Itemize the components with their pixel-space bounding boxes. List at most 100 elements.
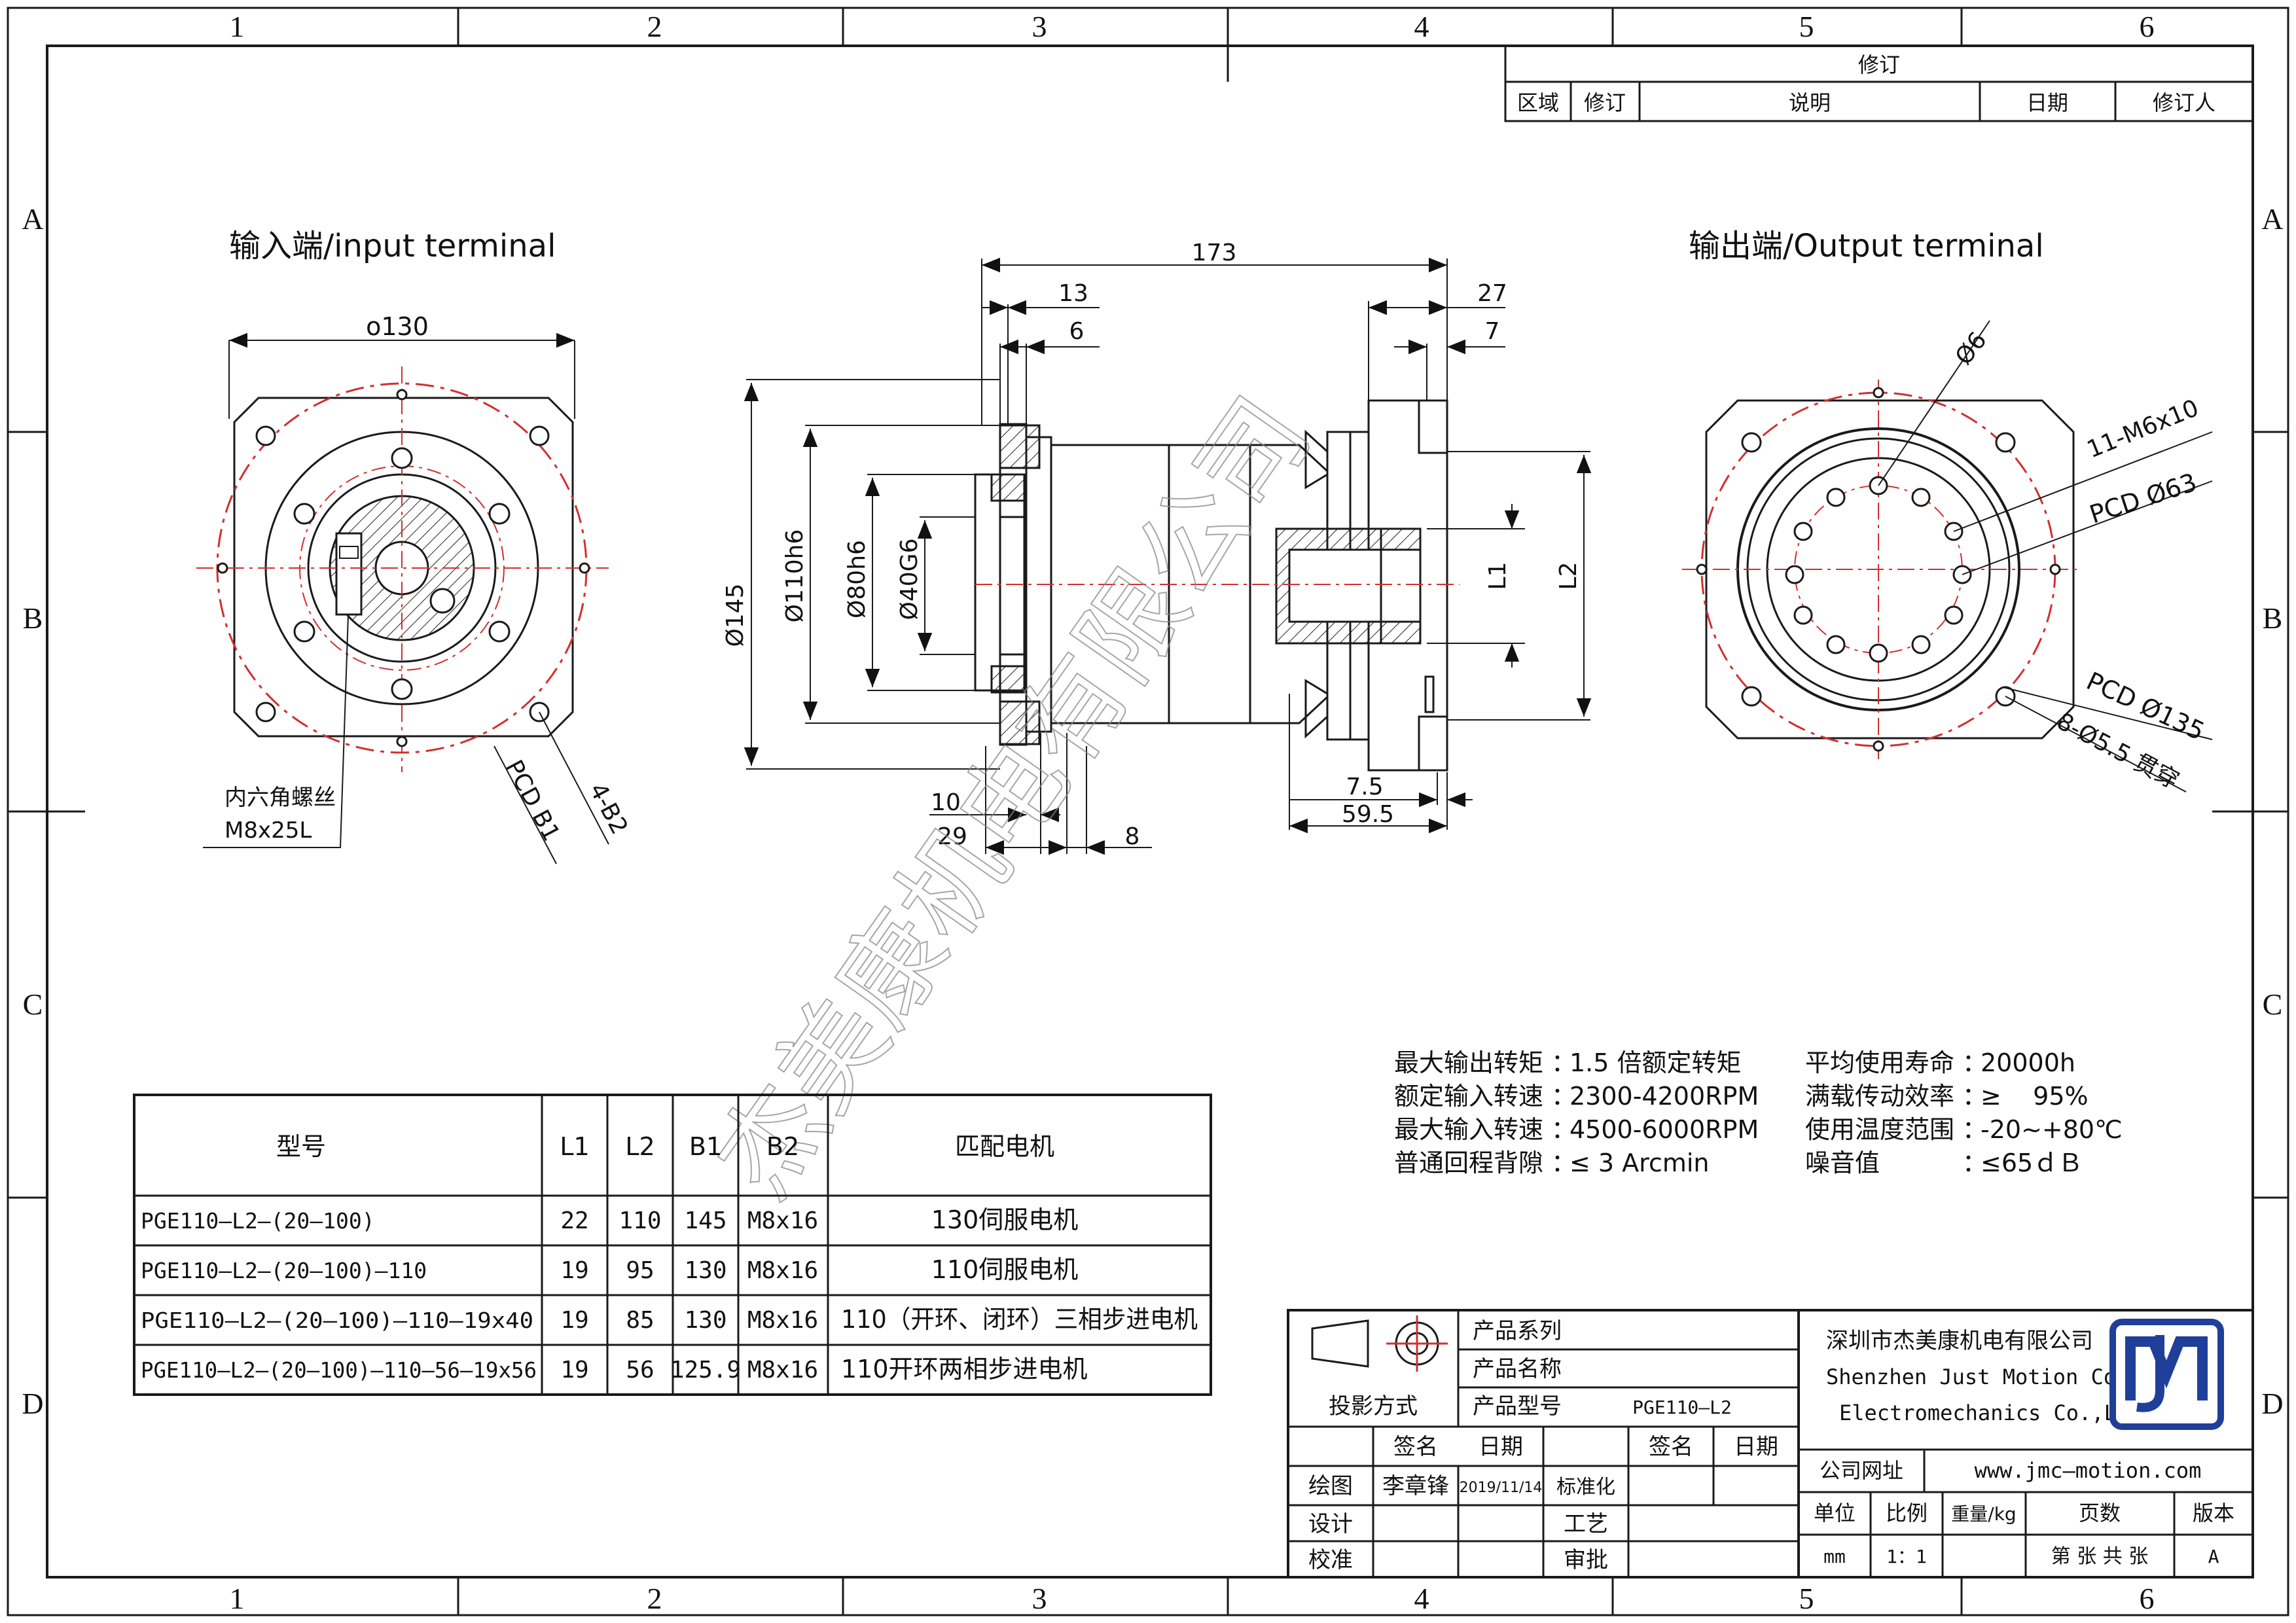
svg-text:：: ： bbox=[1962, 1149, 1987, 1177]
spec-rated-speed-label: 额定输入转速 bbox=[1394, 1082, 1543, 1111]
side-dim-7: 7 bbox=[1485, 318, 1500, 345]
grid-ticks bbox=[8, 8, 2288, 1615]
model-row-1-b1: 145 bbox=[684, 1207, 726, 1234]
input-screw-note-2: M8x25L bbox=[224, 817, 312, 844]
side-dim-8: 8 bbox=[1125, 823, 1140, 850]
model-header-l1: L1 bbox=[560, 1132, 589, 1161]
model-row-2-b1: 130 bbox=[684, 1257, 726, 1284]
title-series-label: 产品系列 bbox=[1473, 1318, 1562, 1344]
model-row-4-motor: 110开环两相步进电机 bbox=[841, 1355, 1088, 1383]
model-row-2-motor: 110伺服电机 bbox=[931, 1255, 1079, 1284]
title-std-label: 标准化 bbox=[1556, 1476, 1615, 1499]
model-header-l2: L2 bbox=[625, 1132, 655, 1161]
spec-noise-value: ≤65ｄＢ bbox=[1981, 1149, 2083, 1177]
title-sign-label: 签名 bbox=[1393, 1434, 1438, 1460]
title-model-value: PGE110—L2 bbox=[1632, 1397, 1732, 1418]
revision-header-area: 区域 bbox=[1517, 90, 1559, 115]
grid-row-d: D bbox=[22, 1387, 43, 1420]
model-row-2-l1: 19 bbox=[560, 1257, 588, 1284]
grid-col-3: 3 bbox=[1032, 10, 1047, 43]
spec-temperature-value: -20~+80℃ bbox=[1981, 1115, 2123, 1144]
title-date-label: 日期 bbox=[1479, 1434, 1523, 1460]
title-check-label: 校准 bbox=[1308, 1547, 1353, 1573]
company-logo bbox=[2109, 1319, 2224, 1430]
pages-value: 第 张 共 张 bbox=[2051, 1545, 2149, 1568]
company-name-en-2: Electromechanics Co.,LTD bbox=[1839, 1400, 2142, 1425]
output-view-title: 输出端/Output terminal bbox=[1689, 228, 2044, 264]
model-row-2-l2: 95 bbox=[626, 1257, 654, 1284]
grid-col-2: 2 bbox=[647, 10, 662, 43]
spec-efficiency-label: 满载传动效率 bbox=[1805, 1082, 1954, 1111]
company-watermark: 杰美康机电有限公司 bbox=[692, 376, 1333, 1219]
svg-text:：: ： bbox=[1551, 1048, 1576, 1077]
output-dim-d6: Ø6 bbox=[1950, 327, 1992, 370]
model-header-model: 型号 bbox=[276, 1132, 326, 1161]
revision-block: 修订 区域 修订 说明 日期 修订人 bbox=[1504, 45, 2254, 122]
website-value: www.jmc—motion.com bbox=[1975, 1458, 2202, 1483]
spec-max-speed-value: 4500-6000RPM bbox=[1570, 1115, 1759, 1144]
input-dim-holes: 4-B2 bbox=[584, 779, 633, 839]
spec-list: 最大输出转矩 ： 1.5 倍额定转矩 额定输入转速 ： 2300-4200RPM… bbox=[1394, 1048, 2123, 1177]
model-row-2-model: PGE110—L2—(20—100)—110 bbox=[141, 1258, 427, 1283]
svg-text:：: ： bbox=[1962, 1115, 1987, 1144]
grid-col-3-bottom: 3 bbox=[1032, 1582, 1047, 1615]
version-value: A bbox=[2208, 1546, 2219, 1567]
model-row-3-b2: M8x16 bbox=[747, 1307, 818, 1334]
title-name-label: 产品名称 bbox=[1473, 1356, 1562, 1382]
scale-value: 1：1 bbox=[1886, 1546, 1927, 1567]
svg-text:：: ： bbox=[1962, 1048, 1987, 1077]
model-header-b2: B2 bbox=[766, 1132, 799, 1161]
side-dim-13: 13 bbox=[1058, 280, 1088, 307]
model-row-2-b2: M8x16 bbox=[747, 1257, 818, 1284]
title-approve-label: 审批 bbox=[1564, 1547, 1608, 1573]
side-dim-total: 173 bbox=[1192, 240, 1237, 266]
weight-label: 重量/kg bbox=[1951, 1503, 2016, 1525]
side-dim-59-5: 59.5 bbox=[1342, 801, 1394, 828]
spec-life-label: 平均使用寿命 bbox=[1805, 1048, 1954, 1077]
side-dim-10: 10 bbox=[931, 789, 961, 816]
title-projection: 投影方式 bbox=[1329, 1393, 1418, 1419]
spec-max-torque-value: 1.5 倍额定转矩 bbox=[1570, 1048, 1742, 1077]
title-draw-label: 绘图 bbox=[1308, 1473, 1353, 1499]
model-row-3-l2: 85 bbox=[626, 1307, 654, 1334]
model-header-b1: B1 bbox=[689, 1132, 722, 1161]
output-center-lines bbox=[1682, 380, 2081, 759]
title-design-label: 设计 bbox=[1308, 1511, 1353, 1537]
title-date-label-2: 日期 bbox=[1734, 1434, 1778, 1460]
model-row-4-b2: M8x16 bbox=[747, 1357, 818, 1383]
side-dim-l2: L2 bbox=[1555, 562, 1582, 590]
model-row-4-b1: 125.9 bbox=[670, 1357, 741, 1383]
grid-col-2-bottom: 2 bbox=[647, 1582, 662, 1615]
grid-row-c: C bbox=[23, 988, 43, 1021]
svg-text:：: ： bbox=[1551, 1115, 1576, 1144]
title-block: 投影方式 产品系列 产品名称 产品型号 PGE110—L2 签名 日期 签名 日… bbox=[1287, 1309, 2254, 1578]
input-terminal-view: o130 内六角螺丝 M8x25L PCD B1 4-B2 bbox=[196, 312, 633, 865]
title-craft-label: 工艺 bbox=[1564, 1511, 1608, 1537]
model-row-3-b1: 130 bbox=[684, 1307, 726, 1334]
model-header-motor: 匹配电机 bbox=[955, 1132, 1054, 1161]
side-dim-7-5: 7.5 bbox=[1346, 774, 1383, 800]
output-dim-m6: 11-M6x10 bbox=[2083, 395, 2202, 463]
website-label: 公司网址 bbox=[1820, 1458, 1903, 1483]
model-row-1-motor: 130伺服电机 bbox=[931, 1205, 1079, 1234]
scale-label: 比例 bbox=[1886, 1501, 1928, 1525]
model-row-4-l1: 19 bbox=[560, 1357, 588, 1383]
model-row-1-model: PGE110—L2—(20—100) bbox=[141, 1208, 375, 1234]
input-screw-note-1: 内六角螺丝 bbox=[224, 785, 336, 811]
grid-col-1: 1 bbox=[230, 10, 245, 43]
spec-rated-speed-value: 2300-4200RPM bbox=[1570, 1082, 1759, 1111]
side-dim-d110: Ø110h6 bbox=[781, 529, 808, 623]
output-dim-pcd63: PCD Ø63 bbox=[2086, 467, 2200, 529]
side-view-dimensions bbox=[744, 257, 1592, 855]
revision-header-reviser: 修订人 bbox=[2153, 90, 2215, 115]
title-draw-name: 李章锋 bbox=[1382, 1473, 1449, 1499]
model-row-1-b2: M8x16 bbox=[747, 1207, 818, 1234]
side-view-dim-text: 173 13 6 27 7 Ø145 Ø110h6 Ø80h6 Ø40G6 L1… bbox=[722, 240, 1582, 850]
input-view-title: 输入端/input terminal bbox=[229, 228, 556, 264]
grid-col-5-bottom: 5 bbox=[1799, 1582, 1814, 1615]
unit-label: 单位 bbox=[1814, 1501, 1856, 1525]
svg-text:：: ： bbox=[1551, 1149, 1576, 1177]
title-draw-date: 2019/11/14 bbox=[1460, 1480, 1543, 1496]
grid-col-4: 4 bbox=[1414, 10, 1429, 43]
